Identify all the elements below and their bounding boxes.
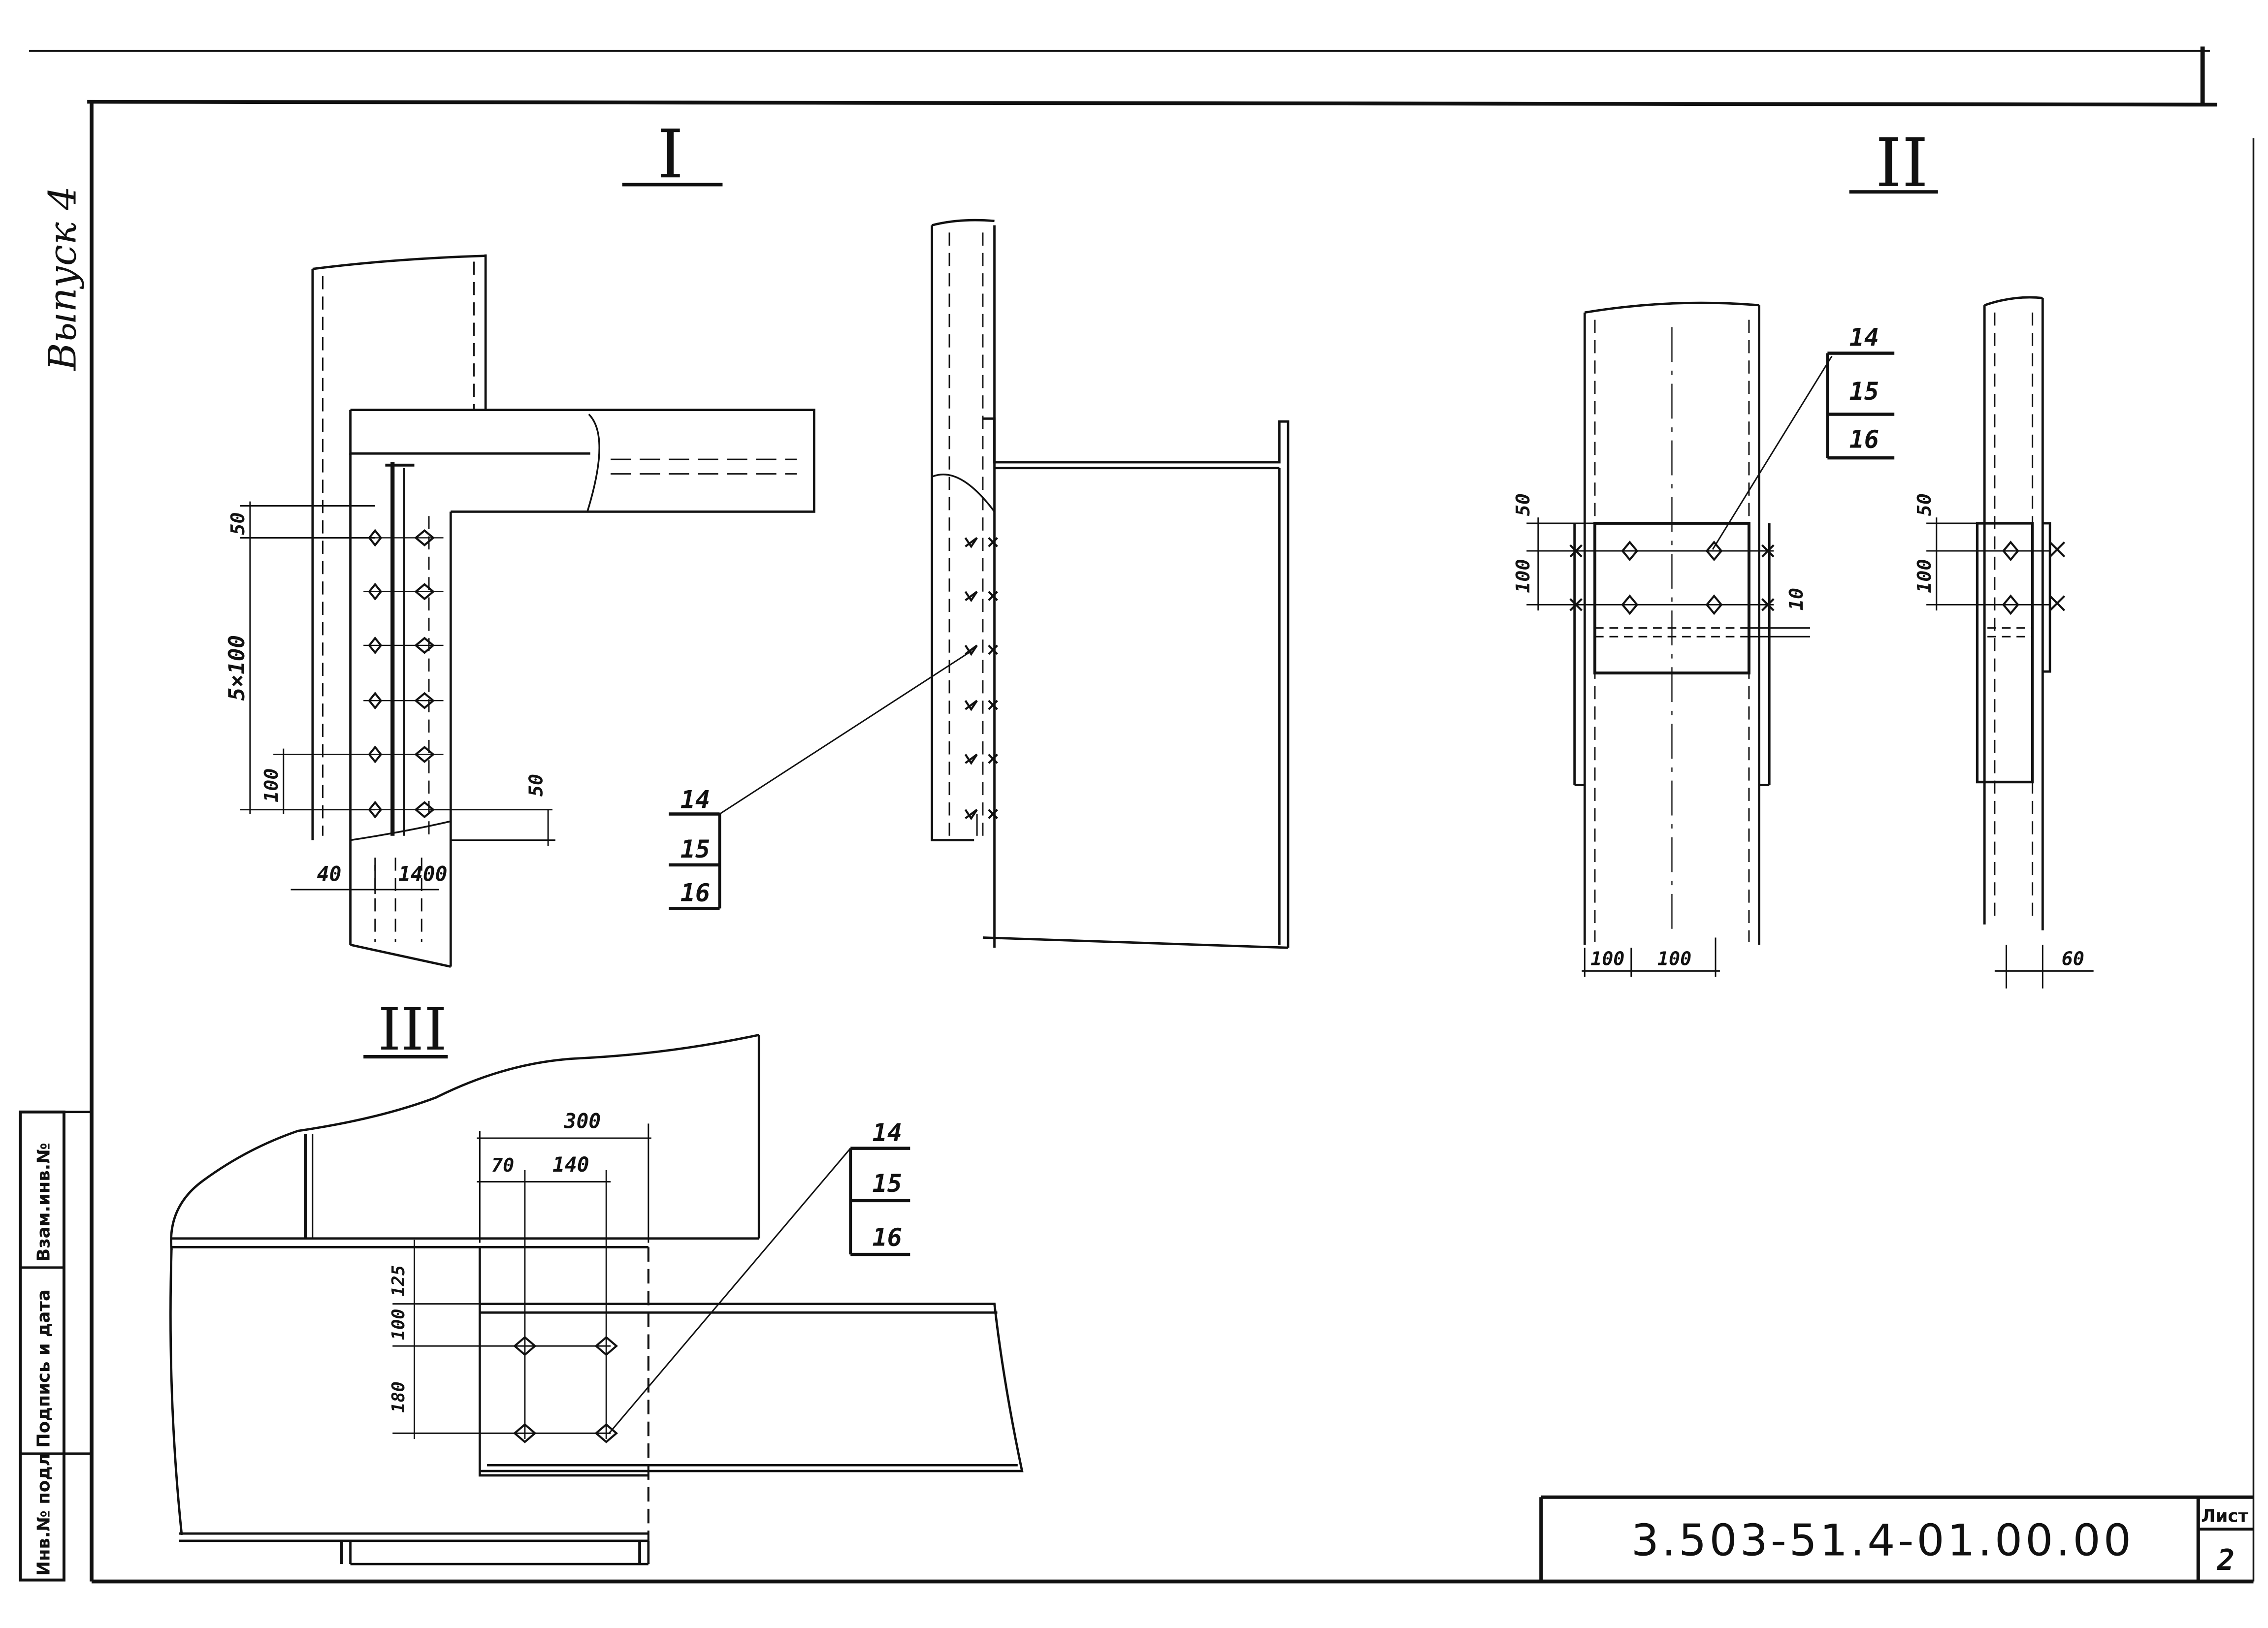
dim-II-100-left: 100: [1590, 948, 1624, 970]
callout-III-14: 14: [873, 1118, 902, 1147]
dim-II-100-vertical: 100: [1512, 559, 1534, 593]
dim-II-50: 50: [1512, 493, 1534, 516]
callout-III-16: 16: [873, 1222, 902, 1251]
stamp-sheet-number: 2: [2217, 1543, 2235, 1577]
callout-III-15: 15: [873, 1169, 902, 1198]
view-II-side: [1926, 296, 2094, 989]
dim-III-100: 100: [389, 1309, 409, 1340]
dim-II-side-100: 100: [1913, 559, 1936, 593]
view-I-bolts: [363, 529, 444, 819]
dim-III-300: 300: [564, 1109, 601, 1133]
view-label-III: III: [378, 995, 447, 1063]
callout-I-16: 16: [680, 878, 710, 907]
view-II-front: [1526, 301, 1895, 977]
drawing-frame: [29, 46, 2255, 1584]
dim-I-40: 40: [317, 862, 342, 886]
dim-II-side-50: 50: [1913, 493, 1936, 516]
callout-II-15: 15: [1849, 377, 1879, 406]
view-label-I: I: [657, 116, 684, 193]
dim-I-50-bottom: 50: [525, 774, 547, 797]
dim-II-100-right: 100: [1657, 948, 1691, 970]
side-strip: [19, 1110, 92, 1582]
side-strip-vzam-inv: Взам.инв.№: [33, 1143, 54, 1262]
dim-I-1400: 1400: [398, 862, 448, 886]
stamp-designation: 3.503-51.4-01.00.00: [1631, 1515, 2134, 1565]
dim-II-side-60: 60: [2062, 948, 2084, 970]
callout-II-14: 14: [1849, 323, 1879, 352]
side-strip-podpis-data: Подпись и дата: [33, 1289, 54, 1448]
view-I-left-detail: [240, 254, 815, 968]
view-III-detail: [169, 1033, 1024, 1565]
dim-III-125: 125: [389, 1265, 409, 1297]
view-label-II: II: [1876, 125, 1928, 202]
callout-I-15: 15: [680, 834, 710, 863]
dim-I-100: 100: [260, 768, 283, 802]
callout-II-16: 16: [1849, 424, 1879, 453]
callout-I-14: 14: [680, 785, 710, 814]
side-strip-inv-podl: Инв.№ подл: [33, 1453, 54, 1575]
view-I-side-detail: [669, 219, 1290, 949]
dim-III-70: 70: [491, 1154, 514, 1177]
stamp-sheet-label: Лист: [2201, 1506, 2248, 1526]
dim-III-180: 180: [389, 1381, 409, 1413]
dim-I-5x100: 5×100: [225, 635, 250, 701]
dim-III-140: 140: [552, 1153, 589, 1177]
dim-II-10: 10: [1785, 588, 1808, 610]
dim-I-50-top: 50: [227, 512, 249, 535]
title-block: [1539, 1495, 2254, 1582]
vypusk-label: Выпуск 4: [41, 186, 85, 372]
